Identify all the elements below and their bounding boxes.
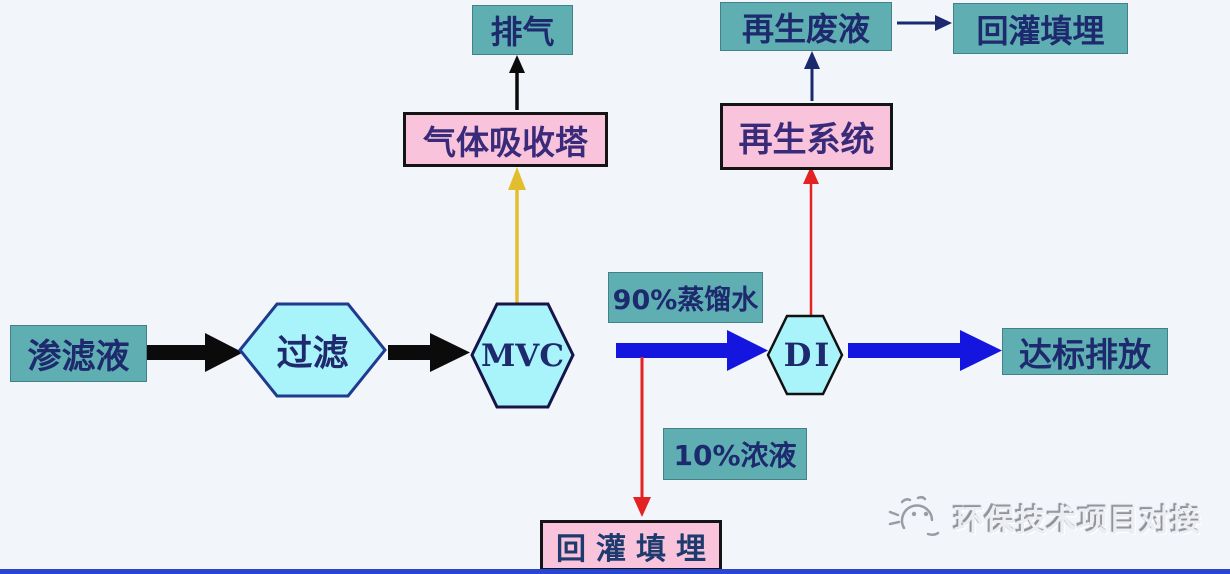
node-landfill-bottom: 回灌填埋 (540, 520, 722, 571)
node-discharge: 达标排放 (1002, 328, 1168, 375)
di-hexagon-label: DI (783, 336, 833, 374)
node-leachate: 渗滤液 (10, 325, 147, 382)
arrow-tower-to-exhaust (509, 55, 525, 110)
arrow-di-to-discharge (848, 330, 1002, 371)
mvc-hexagon (470, 302, 575, 409)
di-hexagon (766, 314, 844, 396)
arrow-filter-to-mvc (388, 333, 470, 372)
filter-hexagon-label: 过滤 (276, 333, 349, 374)
label-10pct-concentrate: 10%浓液 (663, 428, 807, 480)
watermark-text: 环保技术项目对接 (954, 504, 1202, 539)
watermark-logo-icon (888, 495, 940, 537)
arrow-concentrate-to-landfill (633, 357, 651, 517)
node-landfill-top: 回灌填埋 (953, 3, 1128, 54)
mvc-hexagon-label: MVC (480, 337, 565, 374)
bottom-bar (0, 569, 1230, 574)
arrow-mvc-to-di (616, 330, 768, 371)
label-90pct-distilled-water: 90%蒸馏水 (608, 272, 763, 323)
node-exhaust: 排气 (472, 5, 573, 55)
arrow-regensystem-to-regenwaste (804, 51, 820, 101)
filter-hexagon (238, 302, 387, 398)
node-regen-waste-liquid: 再生废液 (720, 2, 892, 51)
node-gas-absorption-tower: 气体吸收塔 (403, 112, 608, 167)
node-regen-system: 再生系统 (720, 103, 893, 170)
watermark: 环保技术项目对接 (888, 488, 1218, 548)
arrow-regenwaste-to-landfill (897, 15, 952, 31)
arrow-di-to-regensystem (803, 166, 819, 315)
arrow-leachate-to-filter (147, 333, 243, 372)
arrow-mvc-to-tower (508, 167, 526, 303)
